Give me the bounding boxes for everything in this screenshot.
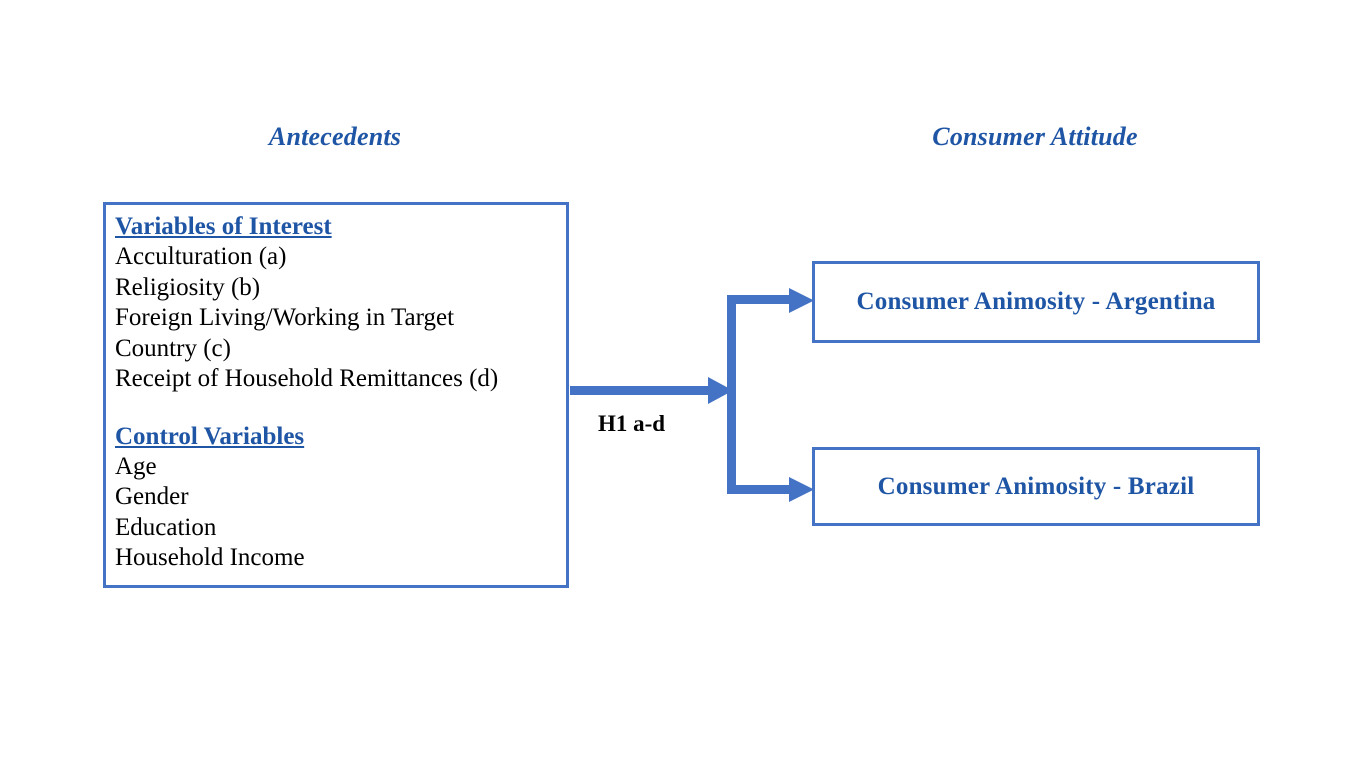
- antecedents-box: Variables of Interest Acculturation (a) …: [103, 202, 569, 588]
- list-item: Country (c): [115, 334, 231, 362]
- column-heading-antecedents: Antecedents: [268, 122, 402, 151]
- list-item: Age: [115, 452, 157, 480]
- list-item: Religiosity (b): [115, 273, 261, 301]
- arrow-main-h1: [570, 377, 733, 404]
- arrow-branch-brazil: [727, 477, 814, 502]
- list-item: Gender: [115, 483, 189, 510]
- list-item: Foreign Living/Working in Target: [115, 304, 455, 331]
- arrow-branch-argentina: [727, 288, 814, 313]
- list-item: Household Income: [115, 544, 305, 571]
- outcome-label-brazil: Consumer Animosity - Brazil: [877, 472, 1195, 500]
- outcome-box-consumer-animosity-brazil: Consumer Animosity - Brazil: [812, 447, 1260, 526]
- hypothesis-label-h1: H1 a-d: [598, 411, 666, 436]
- arrow-branch-spine: [727, 295, 736, 494]
- list-item: Acculturation (a): [115, 243, 287, 270]
- outcome-box-consumer-animosity-argentina: Consumer Animosity - Argentina: [812, 261, 1260, 343]
- list-item: Receipt of Household Remittances (d): [115, 365, 499, 392]
- column-heading-consumer-attitude: Consumer Attitude: [932, 122, 1138, 151]
- outcome-label-argentina: Consumer Animosity - Argentina: [856, 288, 1216, 315]
- group-spacer: [115, 395, 566, 421]
- group-title-control-variables: Control Variables: [115, 422, 305, 450]
- list-item: Education: [115, 513, 217, 541]
- group-title-variables-of-interest: Variables of Interest: [115, 213, 332, 240]
- antecedents-box-content: Variables of Interest Acculturation (a) …: [106, 205, 566, 574]
